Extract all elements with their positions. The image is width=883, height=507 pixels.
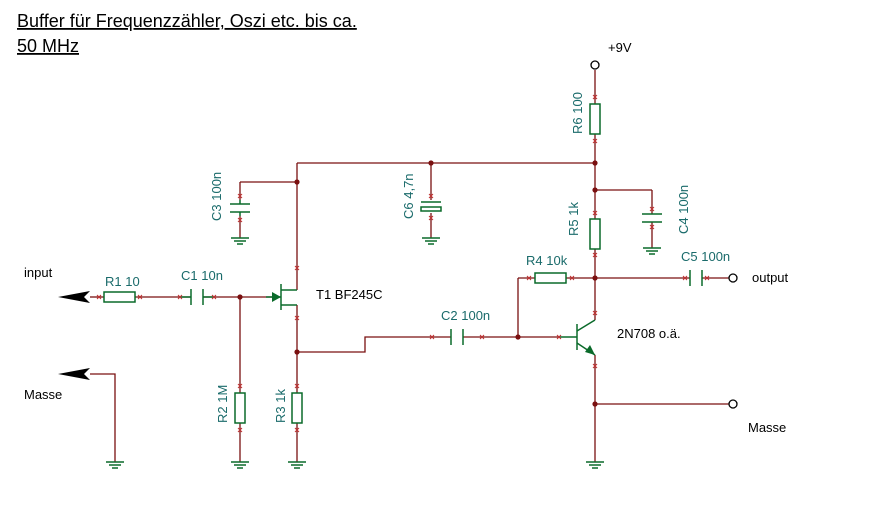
pin-mark bbox=[237, 217, 243, 223]
pin-mark bbox=[682, 275, 688, 281]
pin-mark bbox=[294, 427, 300, 433]
masse-connector-icon bbox=[58, 368, 90, 380]
pin-mark bbox=[428, 215, 434, 221]
pin-mark bbox=[704, 275, 710, 281]
capacitor-c5 bbox=[689, 270, 703, 286]
resistor-r1 bbox=[103, 291, 136, 303]
pin-mark bbox=[428, 193, 434, 199]
capacitor-c1 bbox=[180, 289, 214, 305]
label-r1: R1 10 bbox=[105, 274, 140, 289]
pin-mark bbox=[177, 294, 183, 300]
pin-mark bbox=[649, 224, 655, 230]
schematic-title-line1: Buffer für Frequenzzähler, Oszi etc. bis… bbox=[17, 11, 357, 31]
label-c3: C3 100n bbox=[209, 172, 224, 221]
pin-mark bbox=[649, 206, 655, 212]
pin-mark bbox=[592, 210, 598, 216]
pin-mark bbox=[592, 94, 598, 100]
label-c2: C2 100n bbox=[441, 308, 490, 323]
capacitor-c4 bbox=[642, 213, 662, 223]
resistor-r4 bbox=[534, 272, 567, 284]
pin-mark bbox=[211, 294, 217, 300]
ground-icon bbox=[231, 461, 249, 469]
ground-symbols bbox=[106, 237, 661, 469]
output-terminal bbox=[728, 273, 738, 283]
capacitor-c6 bbox=[420, 201, 442, 212]
label-masse-left: Masse bbox=[24, 387, 62, 402]
label-t2: 2N708 o.ä. bbox=[617, 326, 681, 341]
label-r4: R4 10k bbox=[526, 253, 568, 268]
label-t1: T1 BF245C bbox=[316, 287, 382, 302]
pin-mark bbox=[294, 265, 300, 271]
label-masse-right: Masse bbox=[748, 420, 786, 435]
pin-mark bbox=[592, 363, 598, 369]
resistor-r6 bbox=[589, 103, 601, 135]
pin-mark bbox=[556, 334, 562, 340]
resistor-r3 bbox=[291, 392, 303, 424]
pin-mark bbox=[96, 294, 102, 300]
label-input: input bbox=[24, 265, 53, 280]
label-output: output bbox=[752, 270, 789, 285]
supply-terminal bbox=[590, 60, 600, 70]
ground-icon bbox=[643, 247, 661, 255]
label-r6: R6 100 bbox=[570, 92, 585, 134]
wires bbox=[90, 70, 729, 462]
label-r5: R5 1k bbox=[566, 202, 581, 236]
ground-icon bbox=[231, 237, 249, 245]
pin-mark bbox=[294, 383, 300, 389]
label-c5: C5 100n bbox=[681, 249, 730, 264]
pin-mark bbox=[592, 310, 598, 316]
pin-marks bbox=[96, 94, 710, 433]
ground-icon bbox=[288, 461, 306, 469]
capacitor-c3 bbox=[230, 200, 250, 216]
pin-mark bbox=[592, 252, 598, 258]
pin-mark bbox=[294, 315, 300, 321]
pin-mark bbox=[592, 138, 598, 144]
ground-icon bbox=[586, 461, 604, 469]
ground-icon bbox=[106, 461, 124, 469]
label-r2: R2 1M bbox=[215, 385, 230, 423]
ground-icon bbox=[422, 237, 440, 245]
pin-mark bbox=[429, 334, 435, 340]
capacitor-c2 bbox=[450, 329, 464, 345]
label-r3: R3 1k bbox=[273, 389, 288, 423]
pin-mark bbox=[526, 275, 532, 281]
pin-mark bbox=[137, 294, 143, 300]
label-c1: C1 10n bbox=[181, 268, 223, 283]
masse-right-terminal bbox=[728, 399, 738, 409]
label-c4: C4 100n bbox=[676, 185, 691, 234]
npn-transistor-t2 bbox=[560, 319, 596, 356]
schematic-title-line2: 50 MHz bbox=[17, 36, 79, 56]
pin-mark bbox=[569, 275, 575, 281]
label-c6: C6 4,7n bbox=[401, 173, 416, 219]
label-supply: +9V bbox=[608, 40, 632, 55]
junction-dots bbox=[237, 160, 598, 407]
pin-mark bbox=[237, 193, 243, 199]
resistor-r2 bbox=[234, 392, 246, 424]
jfet-t1 bbox=[266, 284, 297, 310]
input-connector-icon bbox=[58, 291, 90, 303]
pin-mark bbox=[237, 383, 243, 389]
pin-mark bbox=[237, 427, 243, 433]
pin-mark bbox=[479, 334, 485, 340]
resistor-r5 bbox=[589, 218, 601, 250]
